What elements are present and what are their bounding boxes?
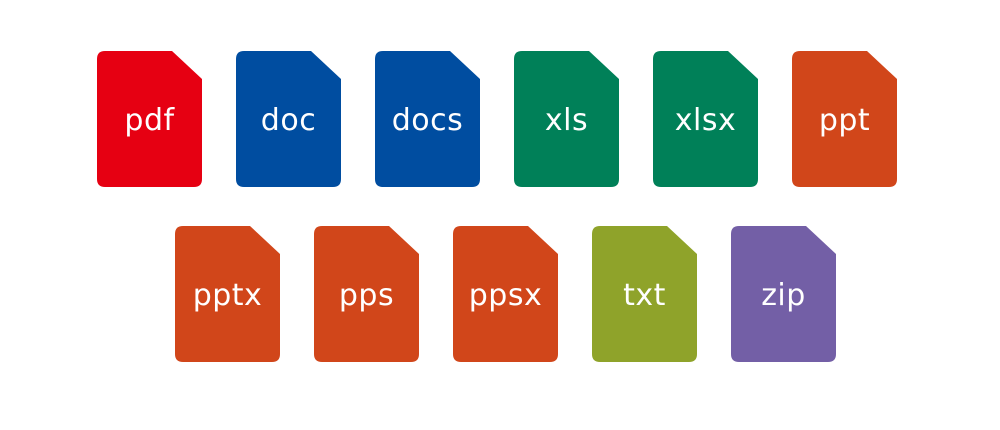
file-shape — [97, 51, 202, 187]
file-shape — [175, 226, 280, 362]
file-shape — [236, 51, 341, 187]
file-label: pdf — [124, 103, 175, 138]
file-shape — [375, 51, 480, 187]
file-docs-icon[interactable]: docs — [375, 51, 480, 187]
file-ppt-icon[interactable]: ppt — [792, 51, 897, 187]
file-xlsx-icon[interactable]: xlsx — [653, 51, 758, 187]
file-icons-row-1: pdf doc docs xls xlsx ppt — [97, 51, 897, 187]
file-label: ppsx — [468, 278, 543, 313]
file-shape — [592, 226, 697, 362]
file-label: zip — [761, 278, 806, 313]
file-shape — [453, 226, 558, 362]
file-doc-icon[interactable]: doc — [236, 51, 341, 187]
file-label: xlsx — [674, 103, 737, 138]
file-icons-row-2: pptx pps ppsx txt zip — [175, 226, 836, 362]
file-pps-icon[interactable]: pps — [314, 226, 419, 362]
file-label: doc — [260, 103, 317, 138]
file-pdf-icon[interactable]: pdf — [97, 51, 202, 187]
file-shape — [792, 51, 897, 187]
file-zip-icon[interactable]: zip — [731, 226, 836, 362]
file-label: pps — [338, 278, 395, 313]
file-shape — [731, 226, 836, 362]
file-label: xls — [544, 103, 589, 138]
file-xls-icon[interactable]: xls — [514, 51, 619, 187]
file-shape — [514, 51, 619, 187]
file-label: txt — [623, 278, 666, 313]
file-label: pptx — [192, 278, 263, 313]
file-shape — [653, 51, 758, 187]
file-shape — [314, 226, 419, 362]
file-ppsx-icon[interactable]: ppsx — [453, 226, 558, 362]
file-label: ppt — [818, 103, 871, 138]
file-label: docs — [391, 103, 464, 138]
file-txt-icon[interactable]: txt — [592, 226, 697, 362]
file-pptx-icon[interactable]: pptx — [175, 226, 280, 362]
